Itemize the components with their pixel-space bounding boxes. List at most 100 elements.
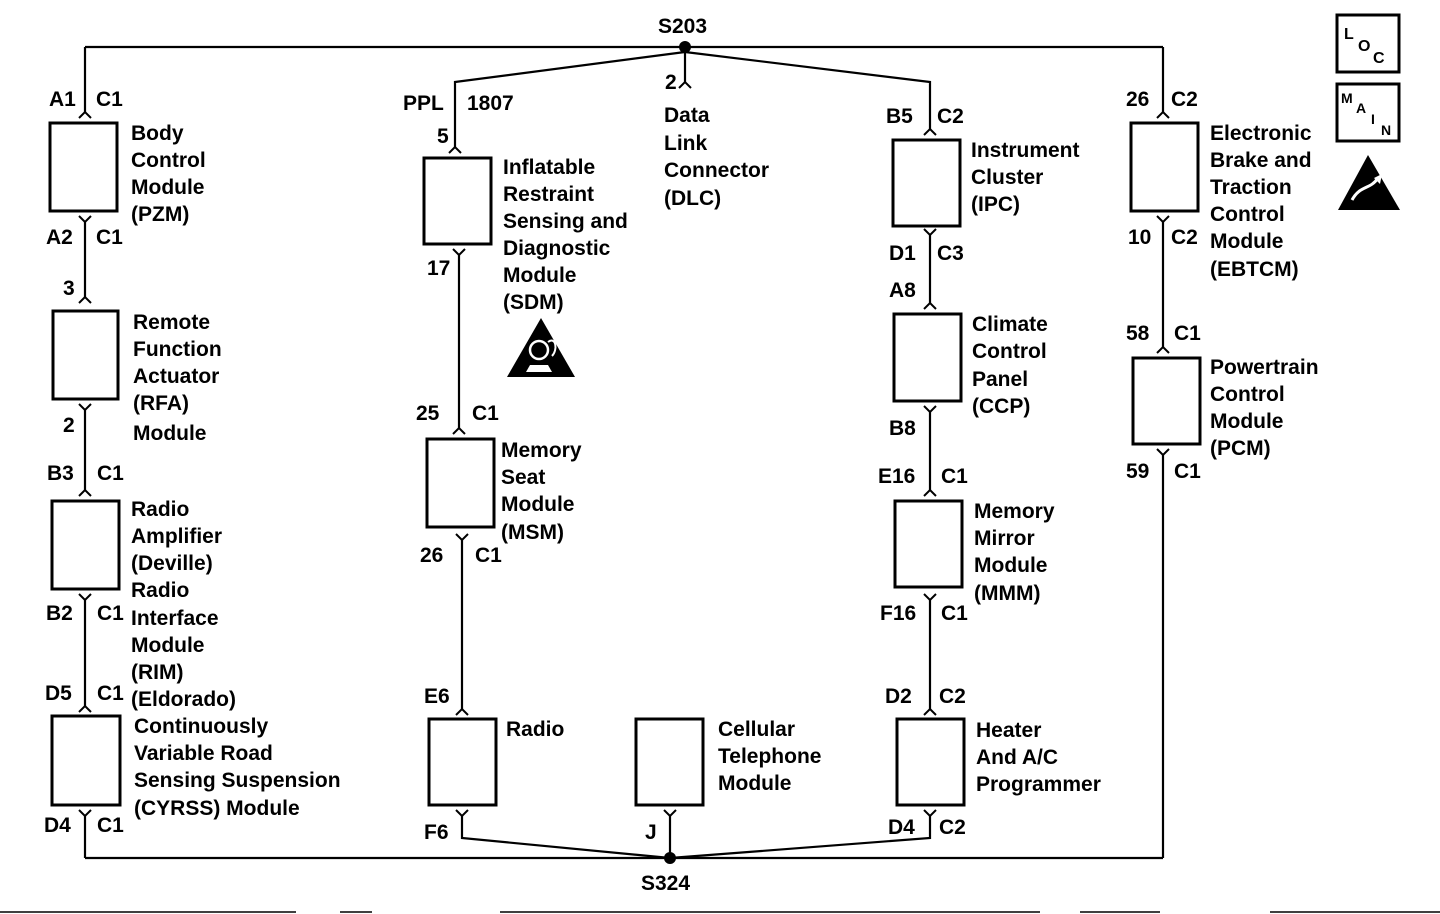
sdm-label: Inflatable Restraint Sensing and Diagnos… bbox=[503, 156, 634, 314]
amp-box bbox=[50, 499, 121, 591]
pin-label: D5 bbox=[45, 682, 72, 705]
connector-label: C2 bbox=[1171, 226, 1198, 249]
pin-labels: A1 C1 A2 C1 3 2 B3 C1 B2 C1 D5 C1 D4 C1 … bbox=[44, 71, 1201, 844]
connector-label: C2 bbox=[939, 685, 966, 708]
pin-label: D4 bbox=[44, 814, 71, 837]
connector-hvac-top bbox=[923, 707, 937, 716]
pin-label: 25 bbox=[416, 402, 440, 425]
cell-box bbox=[634, 717, 705, 807]
msm-box bbox=[425, 437, 496, 529]
main-icon-letter: I bbox=[1371, 111, 1375, 127]
connector-label: C1 bbox=[1174, 322, 1201, 345]
mmm-box bbox=[893, 499, 964, 589]
ebtcm-box bbox=[1129, 121, 1200, 213]
main-icon-letter: M bbox=[1341, 90, 1353, 106]
connector-ebtcm-top bbox=[1156, 110, 1170, 119]
pin-label: 2 bbox=[665, 71, 677, 94]
main-icon-letter: A bbox=[1356, 100, 1366, 116]
connector-hvac-bottom bbox=[923, 809, 937, 818]
loc-icon: L O C bbox=[1335, 13, 1401, 74]
pin-label: 58 bbox=[1126, 322, 1150, 345]
sdm-feed-wire bbox=[453, 50, 686, 147]
pin-label: 3 bbox=[63, 277, 75, 300]
connector-mmm-bottom bbox=[923, 593, 937, 602]
main-icon-letter: N bbox=[1381, 122, 1391, 138]
connector-msm-bottom bbox=[455, 533, 469, 542]
pin-label: E16 bbox=[878, 465, 915, 488]
pin-label: 59 bbox=[1126, 460, 1149, 483]
pin-label: 26 bbox=[1126, 88, 1149, 111]
connector-label: C3 bbox=[937, 242, 964, 265]
connector-label: C1 bbox=[472, 402, 499, 425]
connector-amp-bottom bbox=[78, 593, 92, 602]
connector-label: C1 bbox=[97, 462, 124, 485]
connector-rfa-bottom bbox=[78, 403, 92, 412]
radio-box bbox=[427, 717, 498, 807]
connector-ccp-bottom bbox=[923, 405, 937, 414]
radio-label: Radio bbox=[506, 718, 564, 741]
pin-label: B5 bbox=[886, 105, 913, 128]
splice-s324: S324 bbox=[641, 852, 690, 895]
connector-label: C1 bbox=[97, 682, 124, 705]
pin-label: 2 bbox=[63, 414, 75, 437]
splice-s203-label: S203 bbox=[658, 15, 707, 38]
connector-label: C1 bbox=[97, 814, 124, 837]
pin-label: B2 bbox=[46, 602, 73, 625]
connector-sdm-top bbox=[448, 145, 462, 154]
cvrss-box bbox=[50, 714, 122, 807]
hvac-ground-wire bbox=[669, 816, 932, 860]
connector-pcm-bottom bbox=[1156, 448, 1170, 457]
connector-label: C1 bbox=[96, 226, 123, 249]
connector-cvrss-bottom bbox=[78, 809, 92, 818]
pin-label: 5 bbox=[437, 125, 449, 148]
pin-label: D2 bbox=[885, 685, 912, 708]
connector-cvrss-top bbox=[78, 704, 92, 713]
connector-pzm-top bbox=[78, 110, 92, 119]
connector-ccp-top bbox=[923, 301, 937, 310]
main-icon: M A I N bbox=[1335, 82, 1401, 143]
pin-label: D1 bbox=[889, 242, 916, 265]
pin-label: 10 bbox=[1128, 226, 1151, 249]
loc-icon-letter: C bbox=[1373, 50, 1385, 67]
pin-label: B8 bbox=[889, 417, 916, 440]
pin-label: J bbox=[645, 821, 657, 844]
connector-radio-bottom bbox=[455, 809, 469, 818]
sdm-box bbox=[422, 156, 493, 246]
ipc-label: Instrument Cluster (IPC) bbox=[971, 139, 1085, 216]
connector-amp-top bbox=[78, 488, 92, 497]
rfa-box bbox=[51, 309, 120, 401]
airbag-warning-icon bbox=[507, 318, 575, 377]
pin-label: D4 bbox=[888, 816, 915, 839]
splice-s324-dot bbox=[664, 852, 676, 864]
connector-cell-bottom bbox=[663, 809, 677, 818]
connector-sdm-bottom bbox=[452, 248, 466, 257]
wire-color-label: PPL bbox=[403, 92, 444, 115]
pin-label: A8 bbox=[889, 279, 916, 302]
pzm-label: Body Control Module (PZM) bbox=[131, 122, 212, 226]
connector-label: C2 bbox=[1171, 88, 1198, 111]
circuit-number-label: 1807 bbox=[467, 92, 514, 115]
splice-s203-dot bbox=[679, 41, 691, 53]
connector-label: C1 bbox=[941, 465, 968, 488]
connector-radio-top bbox=[455, 707, 469, 716]
pin-label: 17 bbox=[427, 257, 450, 280]
ccp-box bbox=[892, 312, 963, 403]
connector-label: C2 bbox=[939, 816, 966, 839]
pin-label: A2 bbox=[46, 226, 73, 249]
module-boxes bbox=[48, 121, 1202, 807]
esd-warning-icon bbox=[1338, 155, 1400, 210]
ipc-feed-wire bbox=[684, 50, 932, 129]
hvac-label: Heater And A/C Programmer bbox=[976, 719, 1101, 796]
pzm-box bbox=[48, 121, 119, 213]
connector-msm-top bbox=[452, 426, 466, 435]
pcm-label: Powertrain Control Module (PCM) bbox=[1210, 356, 1324, 460]
connector-mmm-top bbox=[923, 488, 937, 497]
loc-icon-letter: L bbox=[1344, 26, 1354, 43]
pcm-box bbox=[1131, 356, 1202, 446]
connector-label: C2 bbox=[937, 105, 964, 128]
pin-label: A1 bbox=[49, 88, 76, 111]
connector-ipc-top bbox=[923, 127, 937, 136]
connector-symbols bbox=[78, 80, 1170, 818]
connector-label: C1 bbox=[1174, 460, 1201, 483]
